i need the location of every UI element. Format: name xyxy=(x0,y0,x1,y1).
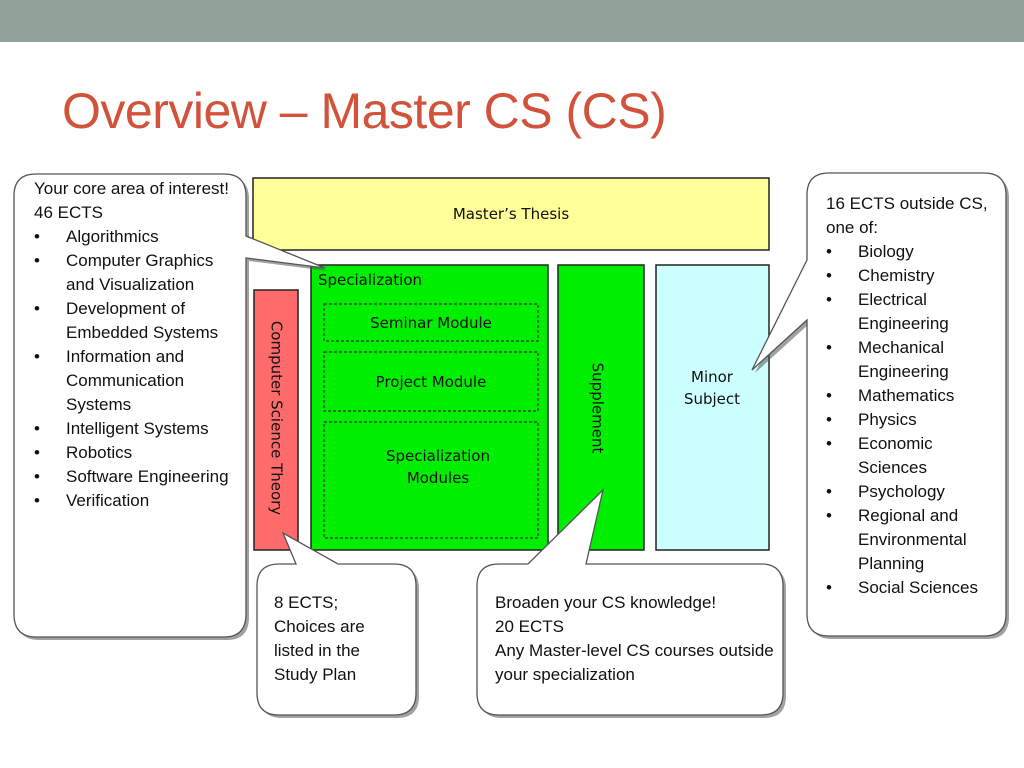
specialization-modules-label-2: Modules xyxy=(407,469,470,487)
top-bar xyxy=(0,0,1024,42)
list-item: Robotics xyxy=(34,441,244,465)
seminar-module-box: Seminar Module xyxy=(323,303,539,342)
supplement-label: Supplement xyxy=(589,363,607,454)
list-item: Regional and Environmental Planning xyxy=(826,504,1001,576)
supplement-line-2: 20 ECTS xyxy=(495,617,564,636)
list-item: Psychology xyxy=(826,480,1001,504)
list-item: Social Sciences xyxy=(826,576,1001,600)
list-item: Information and Communication Systems xyxy=(34,345,244,417)
core-area-list: Algorithmics Computer Graphics and Visua… xyxy=(34,225,244,513)
theory-callout xyxy=(256,531,417,716)
theory-text: 8 ECTS; Choices are listed in the Study … xyxy=(274,591,399,687)
list-item: Physics xyxy=(826,408,1001,432)
list-item: Mechanical Engineering xyxy=(826,336,1001,384)
list-item: Electrical Engineering xyxy=(826,288,1001,336)
minor-subject-label-2: Subject xyxy=(684,390,740,408)
list-item: Economic Sciences xyxy=(826,432,1001,480)
list-item: Intelligent Systems xyxy=(34,417,244,441)
list-item: Mathematics xyxy=(826,384,1001,408)
supplement-text: Broaden your CS knowledge! 20 ECTS Any M… xyxy=(495,591,775,687)
core-area-text: Your core area of interest! 46 ECTS Algo… xyxy=(34,177,244,513)
minor-subject-label-1: Minor xyxy=(691,368,734,386)
list-item: Computer Graphics and Visualization xyxy=(34,249,244,297)
seminar-module-label: Seminar Module xyxy=(370,314,492,332)
specialization-box: Specialization Seminar Module Project Mo… xyxy=(310,264,549,551)
cs-theory-label: Computer Science Theory xyxy=(268,321,286,515)
list-item: Chemistry xyxy=(826,264,1001,288)
theory-note: 8 ECTS; Choices are listed in the Study … xyxy=(274,593,365,684)
list-item: Biology xyxy=(826,240,1001,264)
specialization-modules-label-1: Specialization xyxy=(386,447,490,465)
list-item: Algorithmics xyxy=(34,225,244,249)
project-module-label: Project Module xyxy=(376,373,487,391)
cs-theory-box: Computer Science Theory xyxy=(253,289,299,551)
thesis-label: Master’s Thesis xyxy=(453,205,569,223)
specialization-modules-box: Specialization Modules xyxy=(323,421,539,539)
minor-subject-box: Minor Subject xyxy=(655,264,770,551)
supplement-line-3: Any Master-level CS courses outside your… xyxy=(495,641,774,684)
thesis-box: Master’s Thesis xyxy=(252,177,770,251)
core-area-intro: Your core area of interest! 46 ECTS xyxy=(34,179,229,222)
supplement-callout xyxy=(476,487,784,716)
supplement-box: Supplement xyxy=(557,264,645,551)
project-module-box: Project Module xyxy=(323,351,539,412)
list-item: Development of Embedded Systems xyxy=(34,297,244,345)
supplement-line-1: Broaden your CS knowledge! xyxy=(495,593,717,612)
minor-intro: 16 ECTS outside CS, one of: xyxy=(826,194,988,237)
list-item: Software Engineering xyxy=(34,465,244,489)
list-item: Verification xyxy=(34,489,244,513)
slide-title: Overview – Master CS (CS) xyxy=(62,83,667,139)
minor-text: 16 ECTS outside CS, one of: Biology Chem… xyxy=(826,192,1001,600)
minor-list: Biology Chemistry Electrical Engineering… xyxy=(826,240,1001,600)
specialization-label: Specialization xyxy=(318,271,422,289)
